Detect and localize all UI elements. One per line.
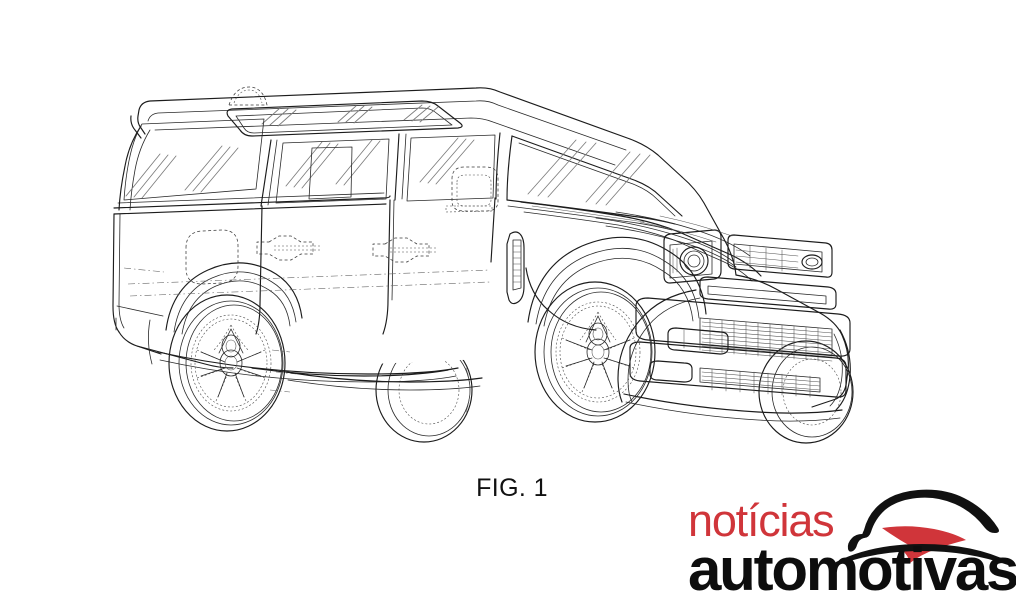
side-mirror (445, 166, 499, 213)
rear-door-handle (256, 235, 320, 261)
quarter-window (275, 138, 390, 204)
watermark-line2: automotivas (688, 536, 1016, 600)
side-step (286, 372, 482, 391)
body-shell (131, 88, 756, 372)
upper-grille (728, 235, 832, 277)
skylight-hatching (261, 104, 439, 127)
fuel-filler-cap (185, 229, 239, 285)
rear-lower-corner (115, 267, 165, 331)
watermark-logo: notícias automotivas (686, 482, 1016, 600)
rear-side-window (123, 118, 265, 201)
window-hatching (125, 137, 651, 206)
front-wheel (528, 237, 706, 422)
headlight-left (664, 230, 721, 283)
watermark-line1: notícias (688, 495, 833, 546)
car-silhouette-icon (834, 489, 1012, 566)
fender-vent (507, 232, 524, 304)
shark-fin-antenna (228, 86, 268, 106)
skid-plate (630, 342, 846, 397)
roof-skylight-window (227, 101, 462, 136)
front-door-handle (372, 237, 436, 263)
figure-caption: FIG. 1 (476, 474, 548, 502)
mid-wheel (169, 295, 297, 431)
bumper-wrap (618, 290, 850, 422)
front-door-window (406, 134, 496, 202)
hood-creases (639, 215, 733, 243)
watermark-svg: notícias automotivas (688, 489, 1016, 600)
rear-wheel (148, 319, 153, 365)
